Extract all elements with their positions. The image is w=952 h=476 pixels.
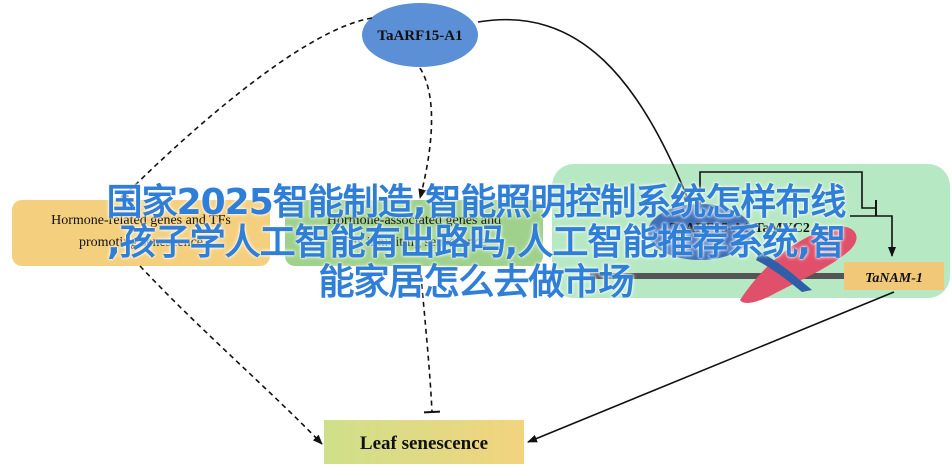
tamyc2-protein-shape bbox=[740, 226, 857, 303]
promoting-genes-label-line2: promoting senescence bbox=[79, 235, 203, 250]
tanam-1-box bbox=[844, 262, 944, 290]
promoting-genes-label-line1: Hormone-related genes and TFs bbox=[51, 213, 231, 228]
edge-tanam-to-senescence bbox=[527, 291, 895, 443]
complex-tail-shape bbox=[756, 252, 812, 292]
edge-tf-to-complex bbox=[477, 18, 691, 205]
overlay-text-line2: ,孩子学人工智能有出路吗,人工智能推荐系统,智 bbox=[106, 222, 846, 263]
inhibiting-genes-box bbox=[285, 200, 543, 266]
edge-tf-to-promoting bbox=[119, 17, 373, 201]
overlay-text-line1: 国家2025智能制造,智能照明控制系统怎样布线 bbox=[106, 182, 847, 223]
edge-complex-activates-tanam bbox=[699, 171, 877, 216]
inhibiting-genes-label-line1: Hormone-associated genes and bbox=[327, 213, 501, 228]
edge-inhibiting-inhibits-senescence bbox=[419, 265, 441, 414]
complex-label: TaARF15-A1-TaMYC2 bbox=[670, 221, 810, 236]
overlay-text-line3: 能家居怎么去做市场 bbox=[318, 262, 634, 303]
leaf-senescence-box bbox=[324, 420, 524, 464]
edge-complex-to-tanam-arrow bbox=[850, 215, 896, 257]
taarf15-protein-shape bbox=[648, 204, 752, 260]
tanam-1-label: TaNAM-1 bbox=[865, 271, 923, 286]
edge-tf-to-inhibiting bbox=[418, 67, 433, 199]
edge-promoting-to-senescence bbox=[139, 265, 323, 445]
taarf15-a1-node bbox=[362, 3, 478, 67]
promoting-genes-box bbox=[12, 200, 270, 266]
taarf15-a1-label: TaARF15-A1 bbox=[377, 28, 462, 44]
inhibiting-genes-label-line2: TFs inhibiting senescence bbox=[341, 235, 486, 250]
leaf-senescence-label: Leaf senescence bbox=[360, 433, 488, 454]
